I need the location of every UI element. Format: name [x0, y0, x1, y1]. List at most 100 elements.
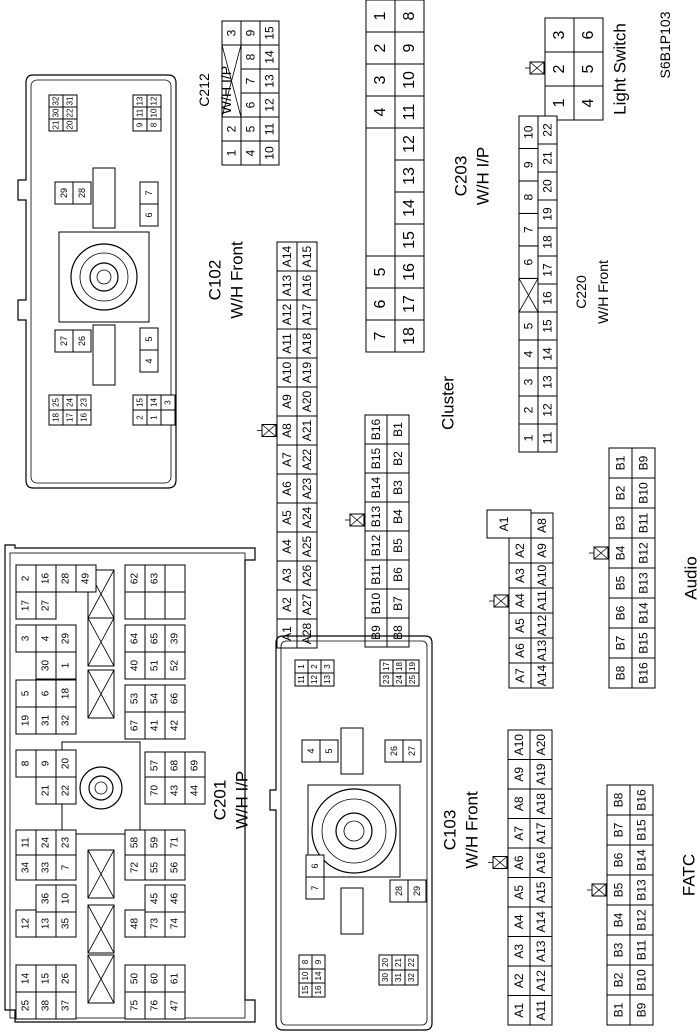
pin-label: 28	[394, 886, 404, 896]
pin-label: 16	[80, 413, 89, 422]
pin-label: 19	[21, 715, 32, 727]
pin-label: B1	[391, 422, 405, 437]
pin-label: 12	[21, 918, 32, 930]
pin-label: 73	[150, 918, 161, 930]
pin-label: 48	[130, 918, 141, 930]
bolt-ring	[79, 766, 123, 810]
pin-cell	[144, 591, 166, 620]
pin-label: A7	[512, 826, 526, 841]
pin-label: A17	[534, 822, 548, 844]
pin-label: B4	[391, 509, 405, 524]
pin-cell	[631, 447, 656, 479]
pin-label: A28	[300, 623, 314, 645]
pin-label: A14	[535, 665, 549, 687]
pin-label: 13	[136, 96, 145, 105]
pin-label: 53	[130, 693, 141, 705]
pin-label: 9	[401, 43, 418, 52]
pin-label: 2	[310, 664, 319, 669]
pin-label: 1	[551, 98, 568, 107]
pin-label: 30	[381, 973, 390, 982]
pin-label: 28	[77, 188, 87, 198]
cavity-blank	[365, 127, 396, 257]
pin-label: 26	[61, 973, 72, 985]
pin-label: B4	[612, 912, 626, 927]
pin-label: 45	[150, 893, 161, 905]
pin-label: 26	[389, 746, 399, 756]
pin-label: A12	[280, 304, 294, 326]
pin-label: 70	[150, 785, 161, 797]
c220-code: C220	[573, 275, 589, 309]
pin-label: A3	[513, 568, 527, 583]
pin-cell	[72, 181, 92, 205]
housing-inner	[280, 640, 428, 1026]
diagram-id: S6B1P103	[657, 11, 673, 78]
pin-label: 23	[61, 837, 72, 849]
pin-cell	[407, 879, 427, 903]
pin-label: B5	[391, 538, 405, 553]
pin-label: A1	[280, 626, 294, 641]
pin-label: B1	[612, 1002, 626, 1017]
connector-c212: 3129394567812101112131415C212W/H I/P	[196, 20, 280, 166]
pin-label: 19	[541, 207, 555, 221]
pin-cell	[259, 20, 280, 46]
pin-label: 13	[323, 675, 332, 684]
pin-label: 18	[61, 688, 72, 700]
pin-label: 22	[541, 123, 555, 137]
c102-code: C102	[206, 260, 225, 301]
pin-label: 3	[372, 75, 389, 84]
pin-label: 7	[244, 77, 258, 84]
pin-label: 18	[52, 413, 61, 422]
pin-label: 10	[522, 125, 536, 139]
pin-label: 18	[401, 327, 418, 345]
pin-label: B5	[612, 882, 626, 897]
bolt-hole	[343, 820, 365, 842]
pin-label: B8	[391, 625, 405, 640]
pin-label: 16	[541, 291, 555, 305]
pin-label: A6	[280, 481, 294, 496]
pin-label: 2	[372, 43, 389, 52]
pin-label: 49	[81, 573, 92, 585]
pin-label: 14	[401, 199, 418, 217]
pin-label: B13	[369, 506, 383, 528]
pin-label: 2	[551, 64, 568, 73]
pin-label: A6	[513, 643, 527, 658]
bolt-ring	[79, 252, 129, 302]
divider-line	[261, 424, 277, 437]
pin-label: 39	[170, 633, 181, 645]
pin-cell	[365, 0, 396, 33]
pin-label: A4	[513, 593, 527, 608]
pin-label: 10	[263, 146, 277, 160]
connector-fatc-a: A1A2A3A4A5A6A7A8A9A10A11A12A13A14A15A16A…	[488, 729, 553, 1026]
pin-label: A9	[280, 394, 294, 409]
pin-cell	[139, 203, 159, 227]
pin-label: A12	[534, 970, 548, 992]
pin-cell	[405, 672, 420, 687]
pin-label: 4	[144, 358, 154, 363]
pin-label: A3	[280, 568, 294, 583]
pin-cell	[55, 854, 77, 881]
housing-outline	[269, 635, 433, 1031]
pin-label: A10	[535, 565, 549, 587]
pin-label: 6	[372, 299, 389, 308]
pin-label: 9	[136, 122, 145, 127]
pin-label: 9	[244, 29, 258, 36]
pin-label: 8	[522, 194, 536, 201]
pin-label: A22	[300, 449, 314, 471]
pin-label: 22	[66, 108, 75, 117]
pin-label: 3	[551, 30, 568, 39]
pin-label: B10	[369, 593, 383, 615]
pin-label: 11	[297, 675, 306, 684]
pin-label: 61	[170, 973, 181, 985]
pin-label: A27	[300, 594, 314, 616]
pin-label: B6	[612, 852, 626, 867]
pin-label: A13	[534, 940, 548, 962]
pin-cell	[296, 241, 318, 272]
pin-cell	[518, 115, 539, 149]
pin-label: A10	[512, 734, 526, 756]
pin-label: B8	[612, 792, 626, 807]
pin-label: 25	[21, 1000, 32, 1012]
pin-label: 17	[21, 600, 32, 612]
pin-label: A16	[534, 852, 548, 874]
pin-label: 32	[407, 973, 416, 982]
